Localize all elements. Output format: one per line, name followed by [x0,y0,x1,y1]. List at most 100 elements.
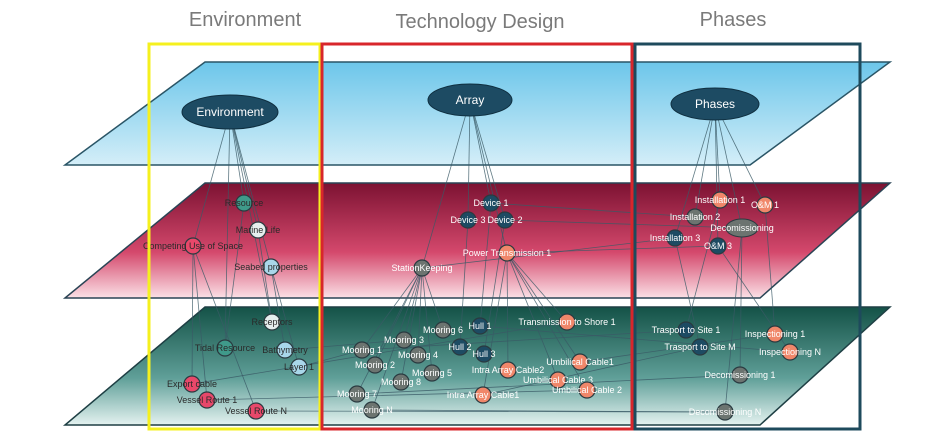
node-ts1[interactable] [677,321,695,339]
node-label-uc2: Umbilical Cable 2 [552,385,622,395]
node-decn[interactable] [716,403,734,421]
node-label-om3: O&M 3 [704,241,732,251]
edge-seabed-layer1 [270,266,300,368]
node-inst2[interactable] [686,208,704,226]
node-hull3[interactable] [475,345,493,363]
edge-competing-vrn [192,245,257,412]
node-competing[interactable] [184,237,202,255]
edge-sk-m4 [417,267,423,356]
edge-tsm-iac1 [482,346,701,396]
node-m2[interactable] [366,356,384,374]
edge-layer1-m1 [298,349,363,368]
edge-competing-vr1 [192,245,208,401]
node-label-m2: Mooring 2 [355,360,395,370]
node-decom[interactable] [725,218,759,238]
node-receptors[interactable] [263,313,281,331]
edge-sk-m5 [421,267,433,374]
edge-vr1-uc2 [206,389,588,401]
edge-inst1-ts1 [685,199,721,331]
edge-vrn-decn [255,410,726,413]
node-label-hull1: Hull 1 [468,321,491,331]
node-label-inst3: Installation 3 [650,233,701,243]
node-dev1[interactable] [482,194,500,212]
node-label-iac2: Intra Array Cable2 [472,365,545,375]
node-dev2[interactable] [496,211,514,229]
edge-phases-inst2 [694,103,716,218]
node-tts[interactable] [558,313,576,331]
node-m6[interactable] [434,321,452,339]
node-label-dec1: Decomissioning 1 [704,370,775,380]
node-label-bathy: Bathymetry [262,345,308,355]
node-label-dev1: Device 1 [473,198,508,208]
top-node-phases[interactable] [670,87,760,121]
edge-dev3-hull2 [459,219,469,348]
edge-dev2-hull3 [483,219,506,355]
node-mn[interactable] [363,401,381,419]
environment-title: Environment [189,9,302,31]
environment-frame [147,42,322,431]
node-label-m7: Mooring 7 [337,389,377,399]
node-insp1[interactable] [766,325,784,343]
node-label-m1: Mooring 1 [342,345,382,355]
node-m4[interactable] [409,346,427,364]
edge-env-competing [192,111,231,247]
node-label-inst2: Installation 2 [670,212,721,222]
node-label-mn: Mooring N [351,405,393,415]
node-label-pt1: Power Transmission 1 [463,248,552,258]
node-bathy[interactable] [276,341,294,359]
node-hull2[interactable] [451,338,469,356]
edge-env-seabed [229,111,272,268]
node-tidal[interactable] [216,339,234,357]
node-layer1[interactable] [290,358,308,376]
node-om3[interactable] [709,237,727,255]
node-label-tts: Transmission to Shore 1 [518,317,615,327]
node-pt1[interactable] [498,244,516,262]
node-dec1[interactable] [731,366,749,384]
top-node-array[interactable] [427,83,513,117]
node-m5[interactable] [423,364,441,382]
node-inst3[interactable] [666,229,684,247]
node-label-m8: Mooring 8 [381,377,421,387]
node-sk[interactable] [413,259,431,277]
node-m8[interactable] [392,373,410,391]
node-uc1[interactable] [571,353,589,371]
edge-array-dev3 [467,99,471,221]
node-resource[interactable] [235,194,253,212]
node-label-vr1: Vessel Route 1 [177,395,238,405]
node-label-om1: O&M 1 [751,200,779,210]
node-tsm[interactable] [691,338,709,356]
node-vr1[interactable] [198,391,216,409]
node-uc2[interactable] [578,381,596,399]
node-m3[interactable] [395,331,413,349]
edge-phases-om3 [714,103,719,247]
technology-frame [320,42,634,431]
node-iac2[interactable] [499,361,517,379]
node-uc3[interactable] [549,371,567,389]
node-iac1[interactable] [474,386,492,404]
edge-pt1-iac2 [506,252,509,371]
node-vrn[interactable] [247,402,265,420]
top-node-env[interactable] [181,94,279,130]
node-label-resource: Resource [225,198,264,208]
node-label-iac1: Intra Array Cable1 [447,390,520,400]
node-seabed[interactable] [262,258,280,276]
edge-seabed-bathy [270,266,286,351]
edge-resource-tidal [224,202,245,349]
node-inst1[interactable] [711,191,729,209]
edge-array-sk [421,99,471,269]
node-export[interactable] [183,375,201,393]
node-label-ts1: Trasport to Site 1 [652,325,721,335]
edge-sk-m3 [403,267,423,341]
node-marine[interactable] [249,221,267,239]
node-inspn[interactable] [781,343,799,361]
node-om1[interactable] [756,196,774,214]
node-label-sk: StationKeeping [391,263,452,273]
node-dev3[interactable] [459,211,477,229]
node-m1[interactable] [353,341,371,359]
node-m7[interactable] [348,385,366,403]
node-label-m6: Mooring 6 [423,325,463,335]
node-hull1[interactable] [471,317,489,335]
